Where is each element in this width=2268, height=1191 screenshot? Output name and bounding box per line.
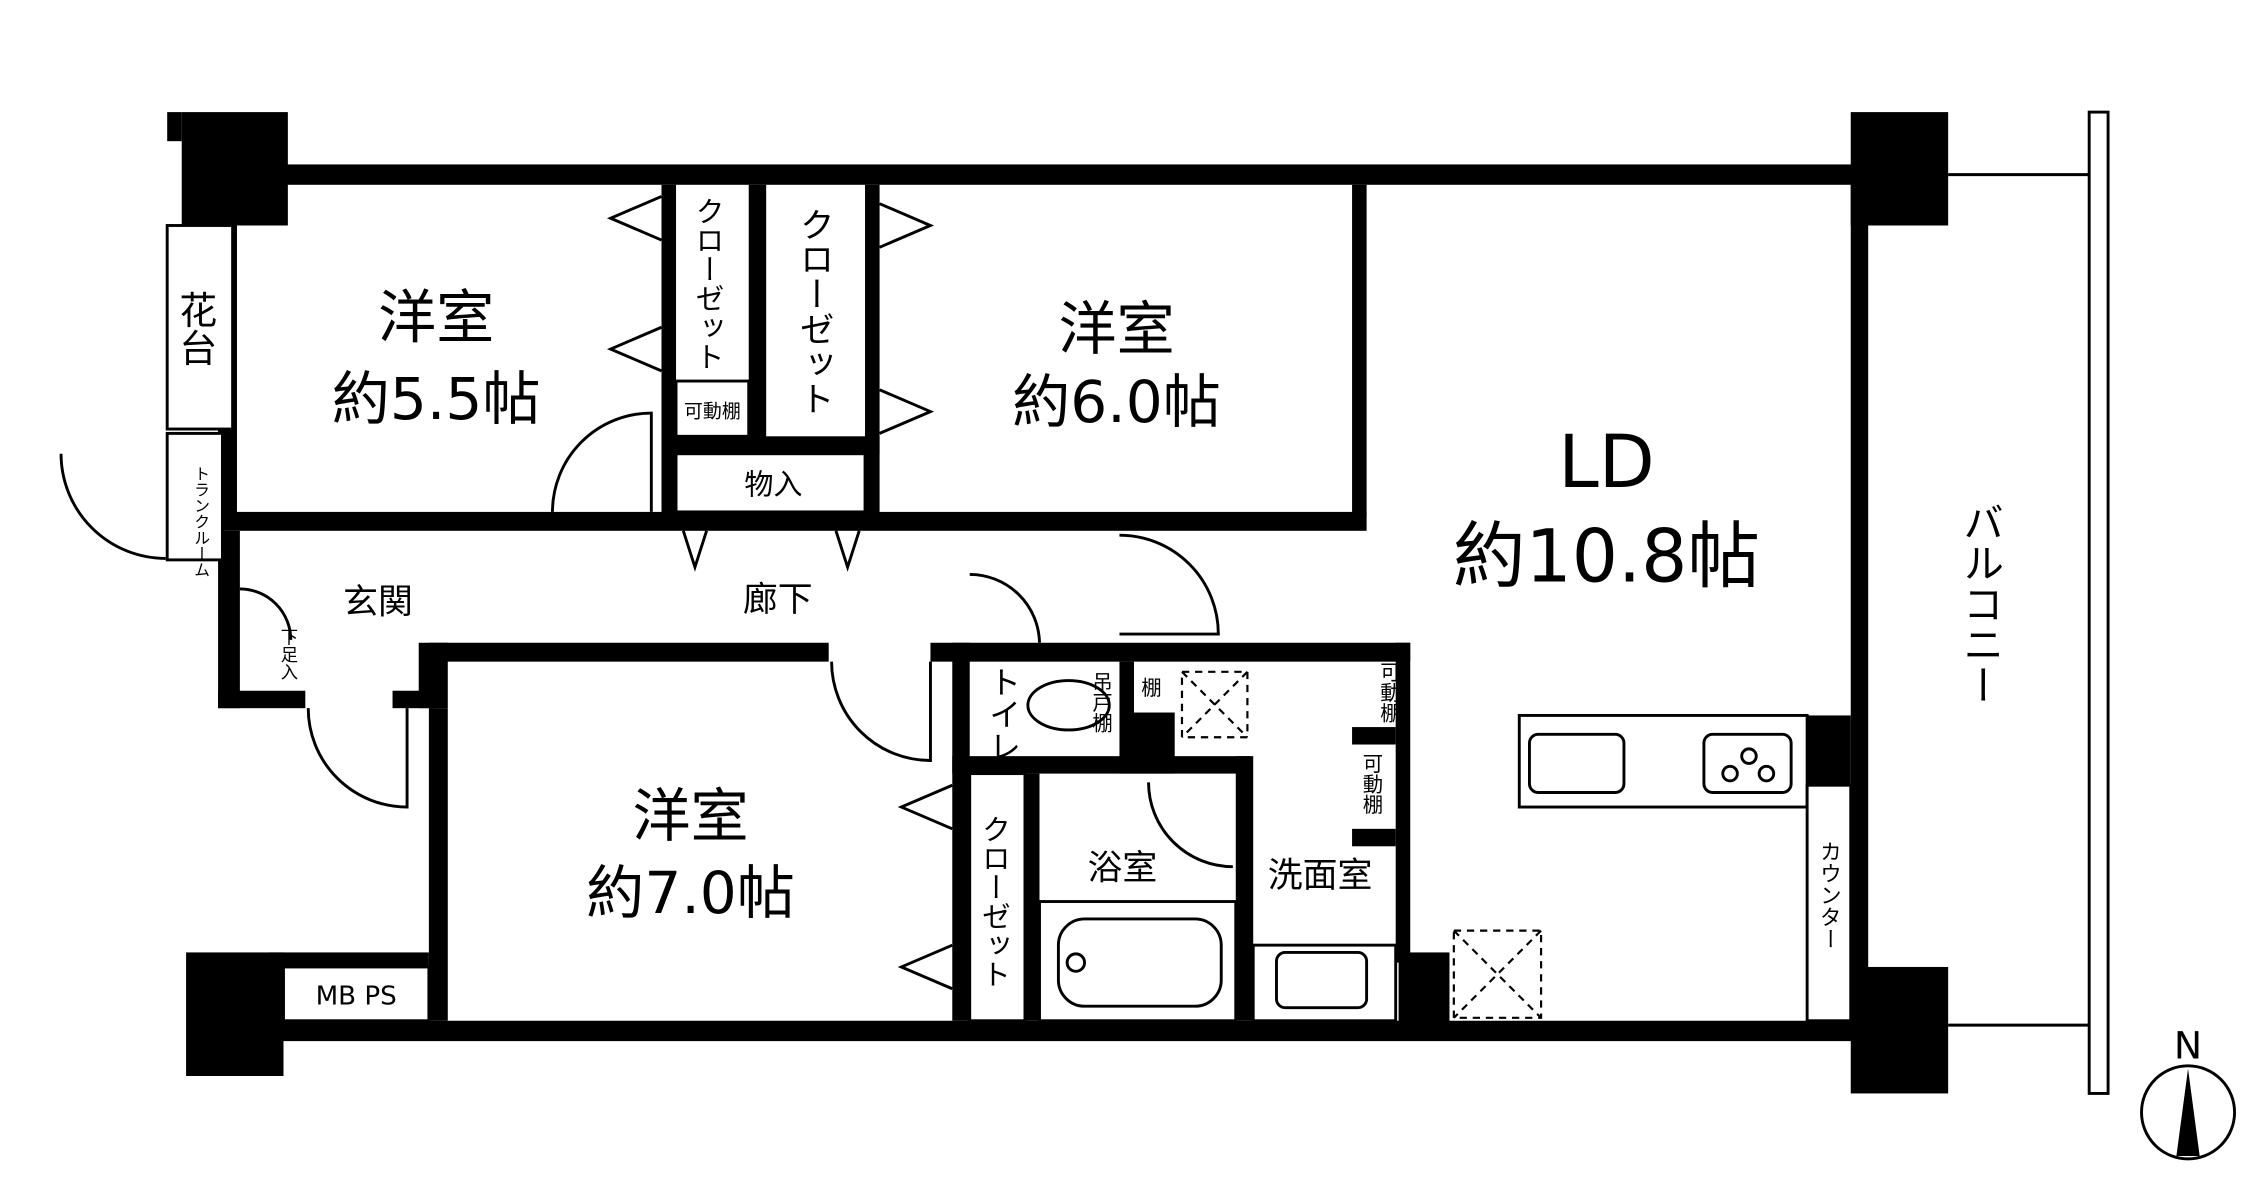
fittings — [59, 110, 2110, 1095]
north-compass-icon: N — [2140, 1024, 2237, 1161]
room-western-c-size: 約7.0帖 — [586, 859, 795, 927]
ps-a-label: PS — [1137, 740, 1155, 756]
room-western-a-size: 約5.5帖 — [332, 365, 541, 433]
closet-b-label: クローゼット — [794, 207, 834, 416]
hallway-label: 廊下 — [743, 580, 813, 620]
trunk-room-label: トランクルーム — [191, 465, 210, 577]
counter-label: カウンター — [1816, 840, 1841, 949]
ps-b-label: PS — [1409, 979, 1434, 1029]
room-ld-size: 約10.8帖 — [1453, 516, 1760, 600]
room-ld-name: LD — [1558, 421, 1654, 505]
room-western-c-name: 洋室 — [632, 782, 748, 850]
washroom-label: 洗面室 — [1268, 856, 1373, 896]
adjustable-shelf-a-label: 可動棚 — [684, 400, 741, 422]
room-western-b-name: 洋室 — [1058, 295, 1174, 363]
adjustable-shelf-b-label: 可動棚 — [1376, 662, 1400, 723]
closet-a-label: クローゼット — [691, 196, 725, 370]
closet-c-label: クローゼット — [977, 814, 1011, 988]
room-western-a-name: 洋室 — [378, 283, 494, 351]
room-western-b-size: 約6.0帖 — [1012, 368, 1221, 436]
balcony-label: バルコニー — [1956, 502, 2004, 706]
adjustable-shelf-c-label: 可動棚 — [1359, 753, 1383, 814]
shelf-label: 棚 — [1141, 676, 1161, 700]
compass-label: N — [2174, 1024, 2202, 1068]
flower-bed-label: 花台 — [173, 291, 217, 367]
walls — [167, 112, 1949, 1094]
storage-label: 物入 — [744, 467, 802, 501]
bath-label: 浴室 — [1087, 849, 1157, 889]
toilet-label: トイレ — [984, 666, 1022, 762]
mb-ps-label: MB PS — [316, 982, 397, 1012]
hanging-shelf-label: 吊戸棚 — [1089, 672, 1113, 733]
entrance-label: 玄関 — [343, 583, 413, 623]
shoe-box-label: 下足入 — [278, 628, 298, 680]
